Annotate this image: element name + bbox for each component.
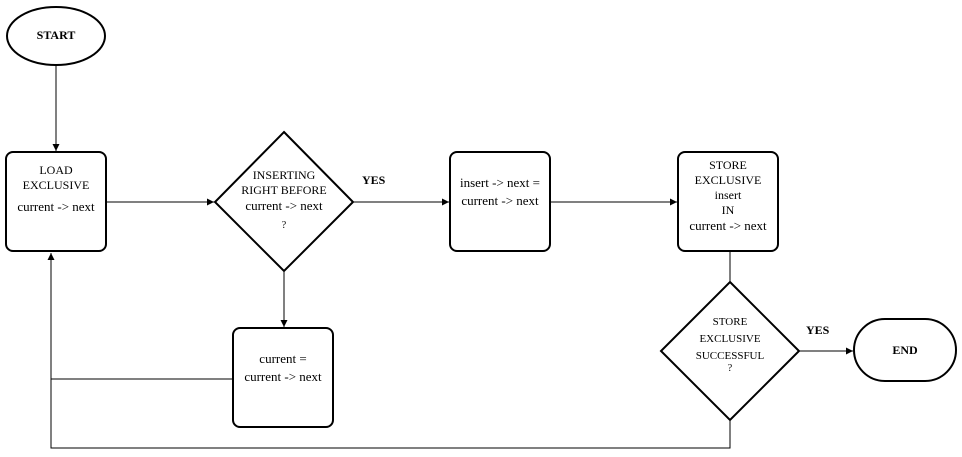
advance-current-text: current = current -> next bbox=[233, 351, 333, 386]
end-label: END bbox=[892, 343, 918, 357]
inserting-decision-line1: INSERTING bbox=[252, 168, 316, 182]
store-successful-text: STORE EXCLUSIVE SUCCESSFUL ? bbox=[662, 316, 798, 376]
yes-label-inserting: YES bbox=[362, 173, 386, 187]
store-successful-line3: SUCCESSFUL bbox=[695, 349, 765, 362]
inserting-decision-line4: ? bbox=[281, 220, 287, 232]
load-exclusive-line3: current -> next bbox=[17, 199, 95, 214]
inserting-decision-line3: current -> next bbox=[245, 198, 323, 213]
assign-insert-line2: current -> next bbox=[461, 193, 539, 209]
arrow-retry-back-to-load bbox=[47, 253, 731, 449]
store-exclusive-line2: EXCLUSIVE bbox=[694, 173, 762, 187]
store-exclusive-line4: IN bbox=[721, 203, 735, 217]
inserting-decision-text: INSERTING RIGHT BEFORE current -> next ? bbox=[216, 168, 352, 233]
yes-label-successful: YES bbox=[806, 323, 830, 337]
store-exclusive-text: STORE EXCLUSIVE insert IN current -> nex… bbox=[678, 158, 778, 234]
store-exclusive-line5: current -> next bbox=[689, 218, 767, 233]
load-exclusive-text: LOAD EXCLUSIVE current -> next bbox=[6, 163, 106, 215]
start-label: START bbox=[36, 28, 76, 42]
advance-current-line2: current -> next bbox=[244, 369, 322, 385]
load-exclusive-line2: EXCLUSIVE bbox=[22, 178, 90, 192]
assign-insert-text: insert -> next = current -> next bbox=[450, 175, 550, 210]
store-successful-line2: EXCLUSIVE bbox=[699, 332, 761, 345]
store-exclusive-line3: insert bbox=[714, 188, 742, 202]
store-successful-line4: ? bbox=[727, 363, 733, 375]
load-exclusive-line1: LOAD bbox=[39, 163, 73, 177]
store-successful-line1: STORE bbox=[712, 316, 748, 328]
end-terminal-shape bbox=[853, 318, 957, 382]
inserting-decision-line2: RIGHT BEFORE bbox=[241, 183, 327, 197]
advance-current-box bbox=[232, 327, 334, 428]
store-exclusive-line1: STORE bbox=[709, 158, 747, 172]
advance-current-line1: current = bbox=[259, 351, 307, 366]
store-exclusive-box bbox=[677, 151, 779, 252]
assign-insert-line1: insert -> next = bbox=[459, 175, 540, 190]
